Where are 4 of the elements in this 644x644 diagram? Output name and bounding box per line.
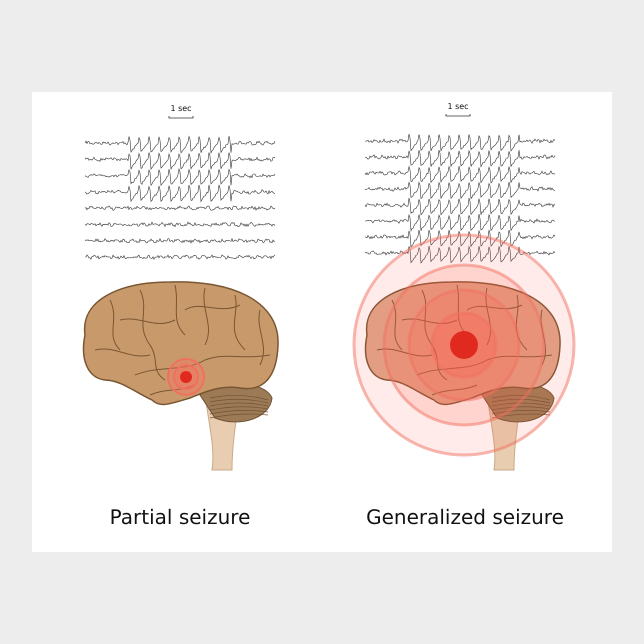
panel-caption: Partial seizure	[110, 505, 250, 529]
panel-caption: Generalized seizure	[366, 505, 564, 529]
scale-label: 1 sec	[447, 102, 469, 111]
scale-label: 1 sec	[170, 104, 192, 113]
